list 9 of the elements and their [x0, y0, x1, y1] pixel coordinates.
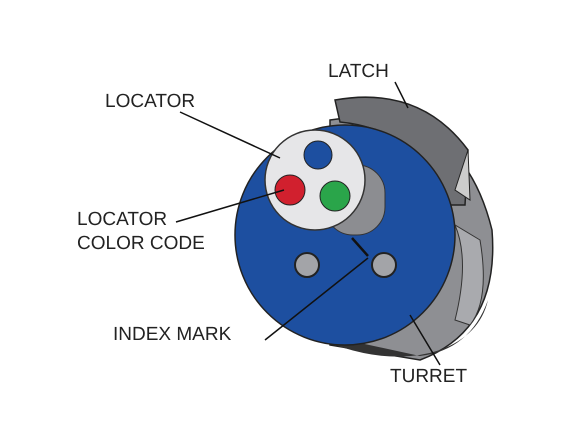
- part-label: TURRET: [390, 365, 510, 389]
- leader-line: [176, 189, 284, 223]
- part-label: INDEX MARK: [113, 323, 273, 347]
- leader-line: [180, 111, 280, 159]
- leader-line: [264, 257, 368, 341]
- part-label: LOCATOR: [105, 90, 255, 114]
- leader-line: [394, 82, 409, 108]
- part-label: LOCATOR COLOR CODE: [77, 208, 217, 256]
- part-label: LATCH: [328, 60, 448, 84]
